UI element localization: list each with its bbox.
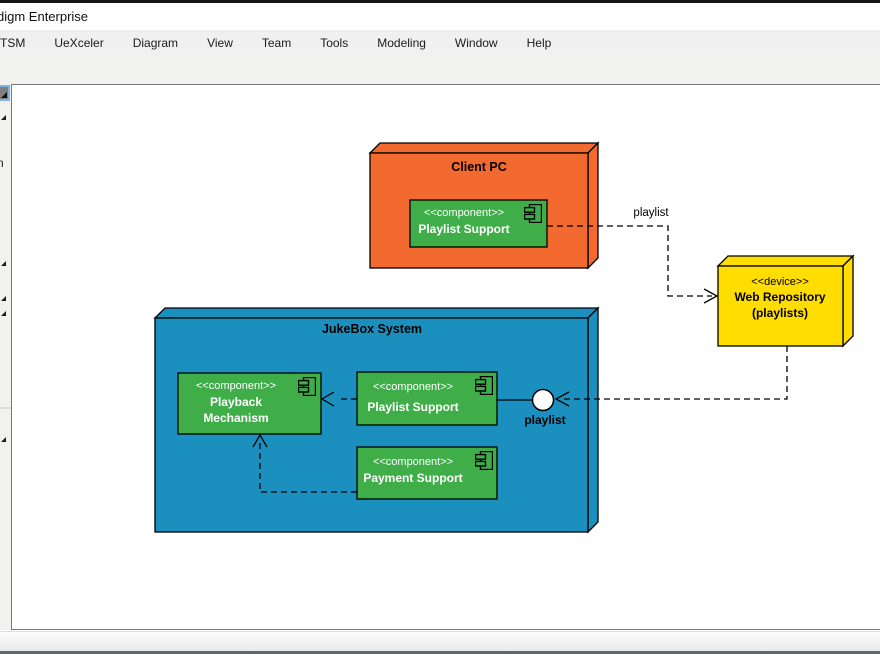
device-stereotype: <<device>> (751, 276, 809, 288)
shape-palette: n (0, 84, 11, 630)
palette-selected-tool[interactable] (0, 85, 10, 101)
menu-item-modeling[interactable]: Modeling (377, 35, 426, 50)
menu-item-team[interactable]: Team (261, 35, 292, 50)
interface-label-playlist: playlist (524, 413, 565, 427)
node-web-repository[interactable]: <<device>> Web Repository (playlists) (716, 254, 855, 348)
menu-item-view[interactable]: View (207, 35, 233, 50)
component-name-line1: Playlist Support (367, 400, 458, 414)
component-stereotype: <<component>> (424, 207, 504, 219)
jukebox-title: JukeBox System (322, 322, 422, 336)
device-name-line1: Web Repository (734, 290, 825, 304)
edge-playlist-to-playback[interactable] (320, 391, 357, 407)
title-bar: digm Enterprise (0, 3, 880, 30)
tool-dropdown-triangle-icon[interactable] (1, 296, 6, 301)
component-playlist-support-client[interactable]: <<component>> Playlist Support (409, 199, 548, 248)
component-payment-support[interactable]: <<component>> Payment Support (356, 446, 498, 500)
edge-label-playlist: playlist (633, 207, 669, 219)
status-bar (0, 630, 880, 658)
status-bar-surface (0, 631, 880, 651)
deployment-diagram[interactable]: Client PC <<component>> Playlist Support… (12, 85, 880, 629)
menu-item-tsm[interactable]: TSM (0, 35, 26, 50)
component-name-line2: Mechanism (203, 411, 268, 425)
component-name-line1: Playback (210, 395, 262, 409)
edge-payment-to-playback[interactable] (252, 433, 357, 493)
component-name-line1: Payment Support (363, 471, 462, 485)
component-playlist-support-jukebox[interactable]: <<component>> Playlist Support (356, 371, 498, 426)
edge-web-repository-to-interface[interactable] (554, 346, 788, 407)
tool-dropdown-triangle-icon[interactable] (1, 437, 6, 442)
diagram-canvas-frame: Client PC <<component>> Playlist Support… (11, 84, 880, 630)
palette-cut-label: n (0, 156, 4, 170)
component-stereotype: <<component>> (373, 381, 453, 393)
status-bar-divider (0, 651, 880, 654)
interface-playlist-lollipop[interactable]: playlist (497, 388, 566, 428)
tool-dropdown-triangle-icon[interactable] (1, 311, 6, 316)
component-name: Playlist Support (418, 222, 509, 236)
node-client-pc[interactable]: Client PC <<component>> Playlist Support (368, 141, 600, 270)
window-title: digm Enterprise (0, 9, 89, 24)
menu-item-window[interactable]: Window (454, 35, 498, 50)
tool-dropdown-triangle-icon (1, 92, 7, 98)
menu-item-diagram[interactable]: Diagram (132, 35, 179, 50)
component-stereotype: <<component>> (373, 456, 453, 468)
node-jukebox-system[interactable]: JukeBox System <<component>> Playback Me… (153, 306, 600, 534)
edge-client-to-web-repository[interactable]: playlist (547, 207, 719, 304)
tool-dropdown-triangle-icon[interactable] (1, 261, 6, 266)
component-stereotype: <<component>> (196, 380, 276, 392)
toolbar-strip (0, 55, 880, 84)
window-top-border (0, 0, 880, 3)
menu-item-uexceler[interactable]: UeXceler (54, 35, 104, 50)
menu-bar: TSM UeXceler Diagram View Team Tools Mod… (0, 30, 880, 55)
tool-dropdown-triangle-icon[interactable] (1, 115, 6, 120)
menu-item-tools[interactable]: Tools (320, 35, 349, 50)
interface-ball[interactable] (531, 388, 555, 412)
device-name-line2: (playlists) (752, 306, 808, 320)
palette-divider (0, 407, 11, 409)
component-playback-mechanism[interactable]: <<component>> Playback Mechanism (177, 372, 322, 435)
menu-item-help[interactable]: Help (526, 35, 552, 50)
client-pc-title: Client PC (451, 160, 507, 174)
